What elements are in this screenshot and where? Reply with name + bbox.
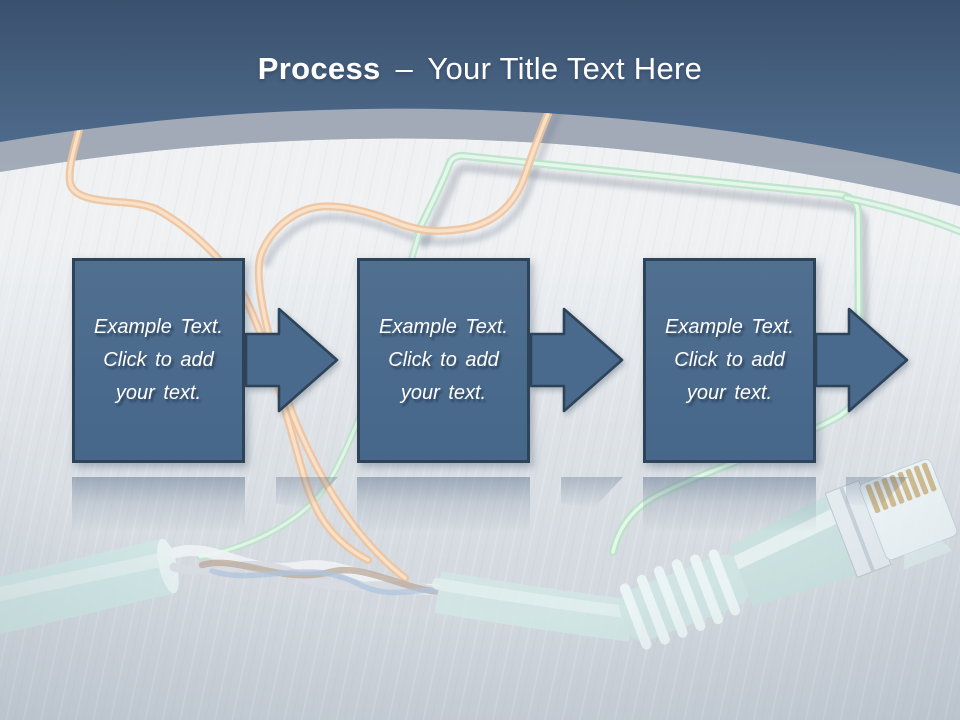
process-step-1[interactable]: Example Text. Click to add your text.: [72, 258, 245, 463]
step-3-text[interactable]: Example Text. Click to add your text.: [665, 316, 794, 404]
process-step-2[interactable]: Example Text. Click to add your text.: [357, 258, 530, 463]
step-2-reflection: [357, 477, 530, 532]
title-emphasis: Process: [257, 51, 381, 86]
title-separator: –: [395, 51, 414, 86]
title-placeholder-text: Your Title Text Here: [427, 51, 703, 86]
step-1-text[interactable]: Example Text. Click to add your text.: [94, 316, 223, 404]
slide-title[interactable]: Process – Your Title Text Here: [0, 51, 960, 87]
step-2-text[interactable]: Example Text. Click to add your text.: [379, 316, 508, 404]
curve-band: [0, 108, 960, 206]
process-step-3[interactable]: Example Text. Click to add your text.: [643, 258, 816, 463]
step-3-reflection: [643, 477, 816, 532]
process-arrow-3: [814, 307, 909, 413]
process-arrow-2: [529, 307, 624, 413]
process-arrow-1: [244, 307, 339, 413]
step-1-reflection: [72, 477, 245, 532]
